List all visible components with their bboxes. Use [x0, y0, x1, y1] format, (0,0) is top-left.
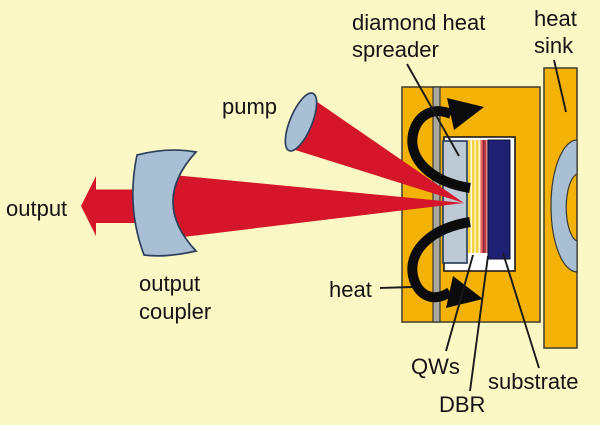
heat-arrow-bottom-curve	[407, 217, 471, 303]
chip-layer-stripe	[475, 140, 479, 253]
chip-layer-stripe	[480, 140, 482, 253]
label-qws: QWs	[411, 354, 460, 379]
label-diamond-heat-spreader-line2: spreader	[352, 37, 439, 62]
dbr-pointer-line	[469, 255, 489, 392]
cooling-window-crescent	[550, 139, 578, 273]
chip-layer-stripe	[472, 140, 475, 253]
chip-layer-stripe	[481, 140, 483, 253]
chip-layer-stripe	[470, 140, 472, 253]
qws-pointer-line	[445, 254, 474, 352]
cavity-beam	[142, 172, 464, 242]
pump-beam	[292, 97, 464, 203]
label-heat-sink-line1: heat	[534, 6, 577, 31]
label-output: output	[6, 196, 67, 221]
label-output-coupler-line2: coupler	[139, 299, 211, 324]
label-diamond-heat-spreader-line1: diamond heat	[352, 10, 485, 35]
label-heat: heat	[329, 277, 372, 302]
chip-layer-stripe	[486, 140, 488, 253]
substrate-rect	[487, 139, 511, 260]
pump-lens	[284, 92, 318, 152]
heat-arrow-bottom-head	[446, 276, 483, 308]
chip-layer-stripe	[484, 140, 487, 253]
chip-layer-stripe	[474, 140, 476, 253]
label-pump: pump	[222, 94, 277, 119]
heat-sink-pointer-line	[553, 59, 567, 113]
chip-layer-stripe	[468, 140, 471, 253]
label-dbr: DBR	[439, 392, 485, 417]
chip-layer-stripe	[478, 140, 480, 253]
chip-layer-stripe	[483, 140, 485, 253]
output-coupler-lens	[131, 149, 198, 257]
label-heat-sink-line2: sink	[534, 33, 574, 58]
heat-arrow-bottom	[407, 217, 483, 308]
substrate-pointer-line	[502, 252, 540, 369]
qw-dbr-stripes	[466, 140, 489, 253]
label-output-coupler-line1: output	[139, 271, 200, 296]
heat-arrow-top-head	[447, 98, 484, 130]
heat-pointer-line	[379, 286, 414, 289]
diamond-spreader-pointer-line	[406, 63, 460, 157]
label-substrate: substrate	[488, 369, 579, 394]
